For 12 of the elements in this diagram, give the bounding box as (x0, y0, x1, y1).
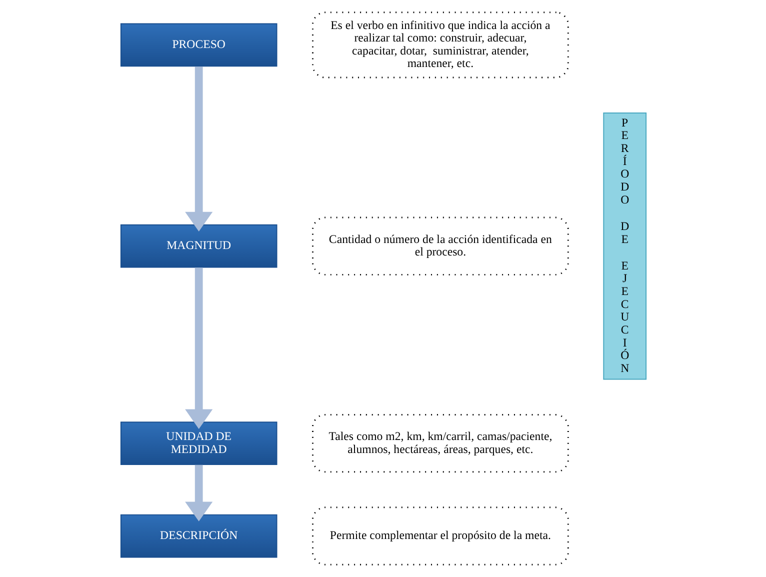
node-box: PERÍODO DE EJECUCIÓN (602, 112, 646, 380)
node-box: Permite complementar el propósito de la meta. (312, 506, 568, 566)
arrow (184, 268, 212, 429)
node-box: PROCESO (120, 23, 277, 67)
node-box: UNIDAD DE MEDIDAD (120, 422, 277, 466)
arrow (184, 464, 212, 522)
node-box: MAGNITUD (120, 224, 277, 268)
node-box: Es el verbo en infinitivo que indica la acción a realizar tal como: construir, adecuar, capacitar, dotar, suministrar, atender, mantener, etc. (312, 12, 568, 78)
node-box: DESCRIPCIÓN (120, 514, 277, 558)
node-box: Cantidad o número de la acción identificada en el proceso. (312, 216, 568, 276)
node-box: Tales como m2, km, km/carril, camas/paciente, alumnos, hectáreas, áreas, parques, etc. (312, 414, 568, 473)
arrow (184, 66, 212, 232)
